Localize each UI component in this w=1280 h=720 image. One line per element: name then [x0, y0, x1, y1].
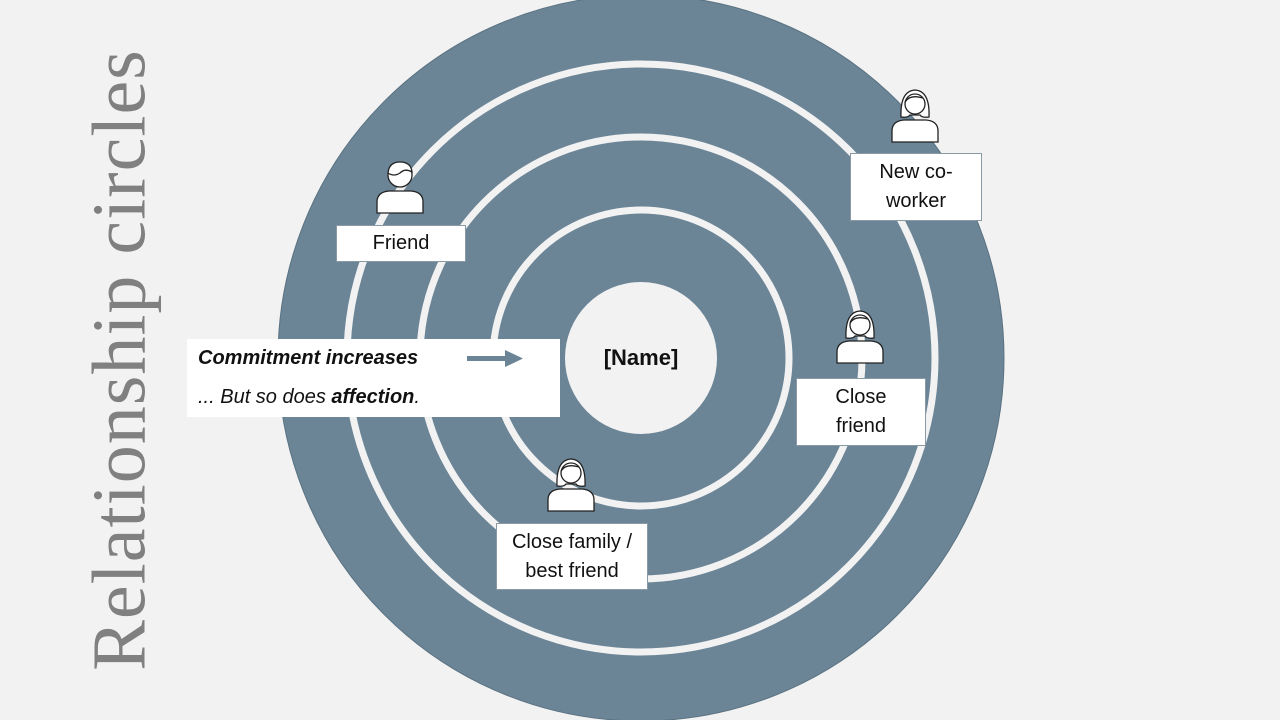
person-female-icon [891, 89, 939, 143]
affection-prefix: ... But so does [198, 386, 332, 408]
slide-title: Relationship circles [77, 49, 162, 671]
center-circle [565, 282, 717, 434]
person-female-icon [547, 458, 595, 512]
person-label-friend: Friend [336, 225, 466, 262]
commitment-text: Commitment increases [198, 347, 419, 369]
affection-word: affection [331, 386, 415, 408]
affection-suffix: . [414, 386, 420, 408]
center-name-label: [Name] [603, 345, 679, 370]
person-label-close-family: Close family / best friend [496, 523, 648, 590]
person-male-icon [376, 161, 424, 214]
person-label-new-coworker: New co-worker [850, 153, 982, 221]
affection-text: ... But so does affection. [198, 386, 420, 409]
arrow-right-icon [467, 350, 523, 367]
person-label-close-friend: Close friend [796, 378, 926, 446]
commitment-note: Commitment increases ... But so does aff… [187, 339, 560, 417]
person-female-icon [836, 310, 884, 364]
